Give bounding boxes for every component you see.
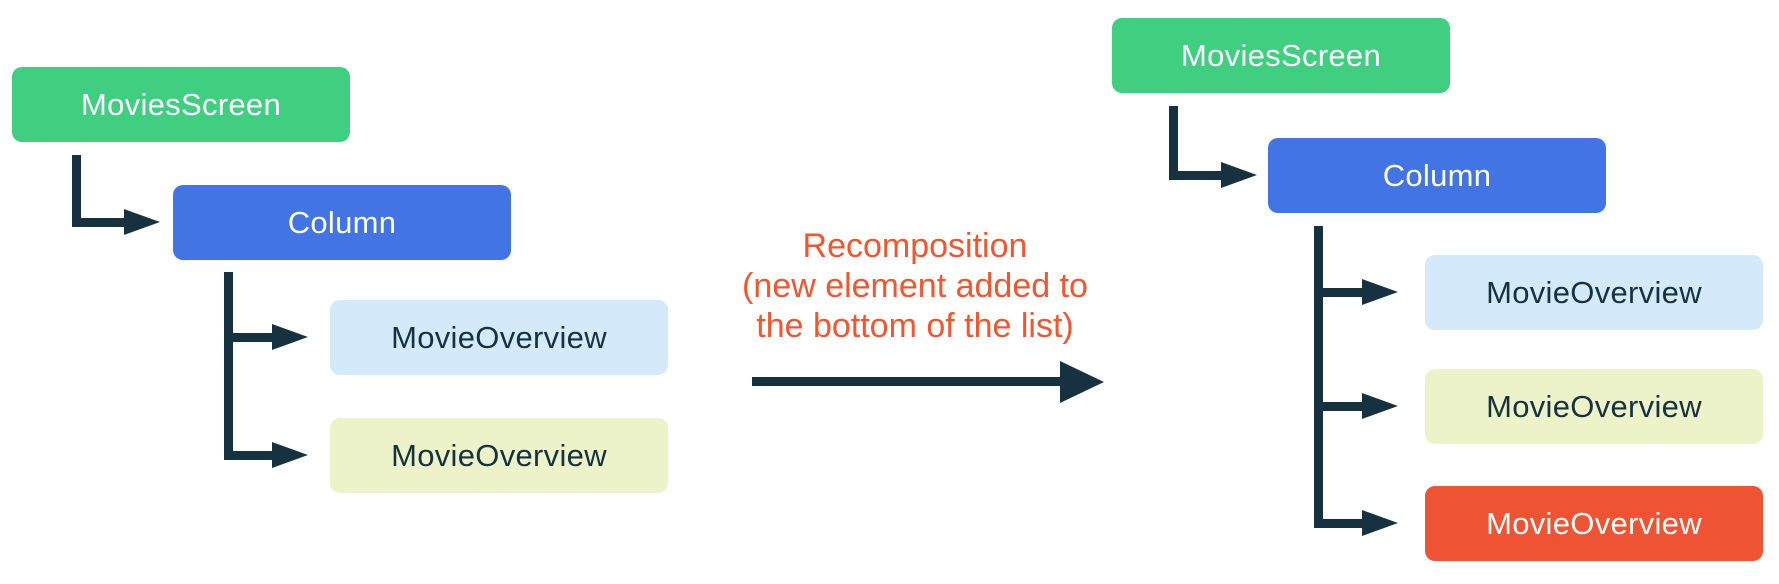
arrow-right-icon — [1221, 162, 1257, 188]
arrow-right-icon — [1060, 361, 1104, 403]
right-movieoverview-node-3-new: MovieOverview — [1425, 486, 1763, 561]
right-column-node: Column — [1268, 138, 1606, 213]
left-moviesscreen-node: MoviesScreen — [12, 67, 350, 142]
left-child1-connector-horizontal — [224, 333, 272, 342]
right-movieoverview-node-1: MovieOverview — [1425, 255, 1763, 330]
right-child2-connector-horizontal — [1314, 402, 1362, 411]
left-movieoverview-node-2: MovieOverview — [330, 418, 668, 493]
left-column-node: Column — [173, 185, 511, 260]
left-children-connector-vertical — [224, 272, 233, 460]
arrow-right-icon — [1362, 279, 1398, 305]
right-root-connector-horizontal — [1169, 171, 1221, 180]
caption-line-1: Recomposition — [802, 227, 1028, 265]
arrow-right-icon — [1362, 393, 1398, 419]
left-movieoverview-node-1: MovieOverview — [330, 300, 668, 375]
recomposition-caption: Recomposition (new element added to the … — [655, 226, 1175, 346]
arrow-right-icon — [272, 324, 308, 350]
caption-line-2: (new element added to — [742, 267, 1088, 305]
left-root-connector-vertical — [72, 155, 81, 227]
right-root-connector-vertical — [1169, 106, 1178, 180]
recomposition-arrow-shaft — [752, 377, 1060, 386]
arrow-right-icon — [1362, 510, 1398, 536]
arrow-right-icon — [124, 209, 160, 235]
right-child3-connector-horizontal — [1314, 519, 1362, 528]
left-child2-connector-horizontal — [224, 451, 272, 460]
caption-line-3: the bottom of the list) — [756, 307, 1074, 345]
right-children-connector-vertical — [1314, 226, 1323, 528]
right-child1-connector-horizontal — [1314, 288, 1362, 297]
arrow-right-icon — [272, 442, 308, 468]
left-root-connector-horizontal — [72, 218, 124, 227]
right-movieoverview-node-2: MovieOverview — [1425, 369, 1763, 444]
right-moviesscreen-node: MoviesScreen — [1112, 18, 1450, 93]
